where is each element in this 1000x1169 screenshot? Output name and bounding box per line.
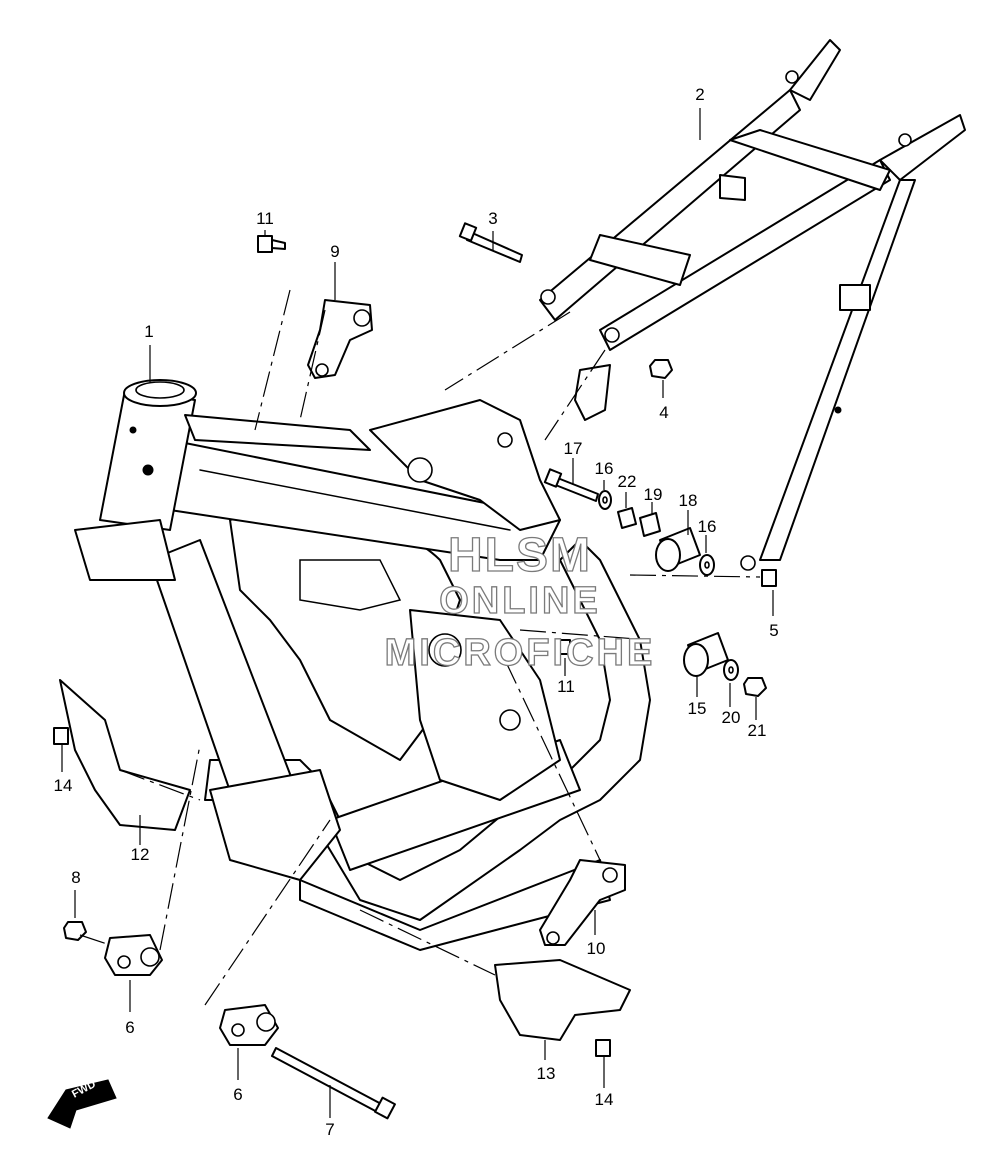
callout-14-right: 14 (594, 1090, 614, 1109)
callout-11-lower: 11 (557, 677, 575, 696)
callout-8: 8 (71, 868, 81, 887)
down-tube-bracket (209, 769, 341, 881)
frame-guard-left (59, 679, 191, 831)
forward-direction-arrow (47, 1079, 117, 1129)
callout-5: 5 (769, 621, 779, 640)
frame-guard-right (494, 959, 631, 1041)
cradle-lower-rail (299, 859, 611, 951)
callout-4: 4 (659, 403, 669, 422)
callout-15: 15 (687, 699, 707, 718)
callout-19: 19 (643, 485, 663, 504)
rear-subframe (539, 39, 966, 571)
callout-7: 7 (325, 1120, 335, 1139)
callout-6-front: 6 (125, 1018, 135, 1037)
callout-9: 9 (330, 242, 340, 261)
assembly-guide-lines (79, 289, 761, 1006)
callout-21: 21 (747, 721, 767, 740)
callout-16-upper: 16 (594, 459, 614, 478)
steering-head-gusset (74, 519, 176, 581)
callout-17: 17 (563, 439, 583, 458)
rear-frame-section (369, 399, 561, 531)
watermark-line-3: MICROFICHE (384, 631, 656, 674)
callout-20: 20 (721, 708, 741, 727)
callout-13: 13 (536, 1064, 556, 1083)
callout-18: 18 (678, 491, 698, 510)
callout-2: 2 (695, 85, 705, 104)
engine-mount-bracket-lower (539, 859, 626, 946)
watermark-line-1: HLSM (447, 528, 592, 582)
callout-10: 10 (586, 939, 606, 958)
callout-3: 3 (488, 209, 498, 228)
callout-leaders (61, 108, 774, 1118)
watermark-line-2: ONLINE (439, 579, 601, 622)
callout-14-left: 14 (53, 776, 73, 795)
fastener-bolts (53, 222, 777, 1120)
callout-16-lower: 16 (697, 517, 717, 536)
main-frame (74, 379, 651, 951)
callout-6-rear: 6 (233, 1085, 243, 1104)
callout-22: 22 (617, 472, 637, 491)
callout-11-upper: 11 (256, 209, 274, 228)
callout-1: 1 (144, 322, 154, 341)
callout-12: 12 (130, 845, 150, 864)
